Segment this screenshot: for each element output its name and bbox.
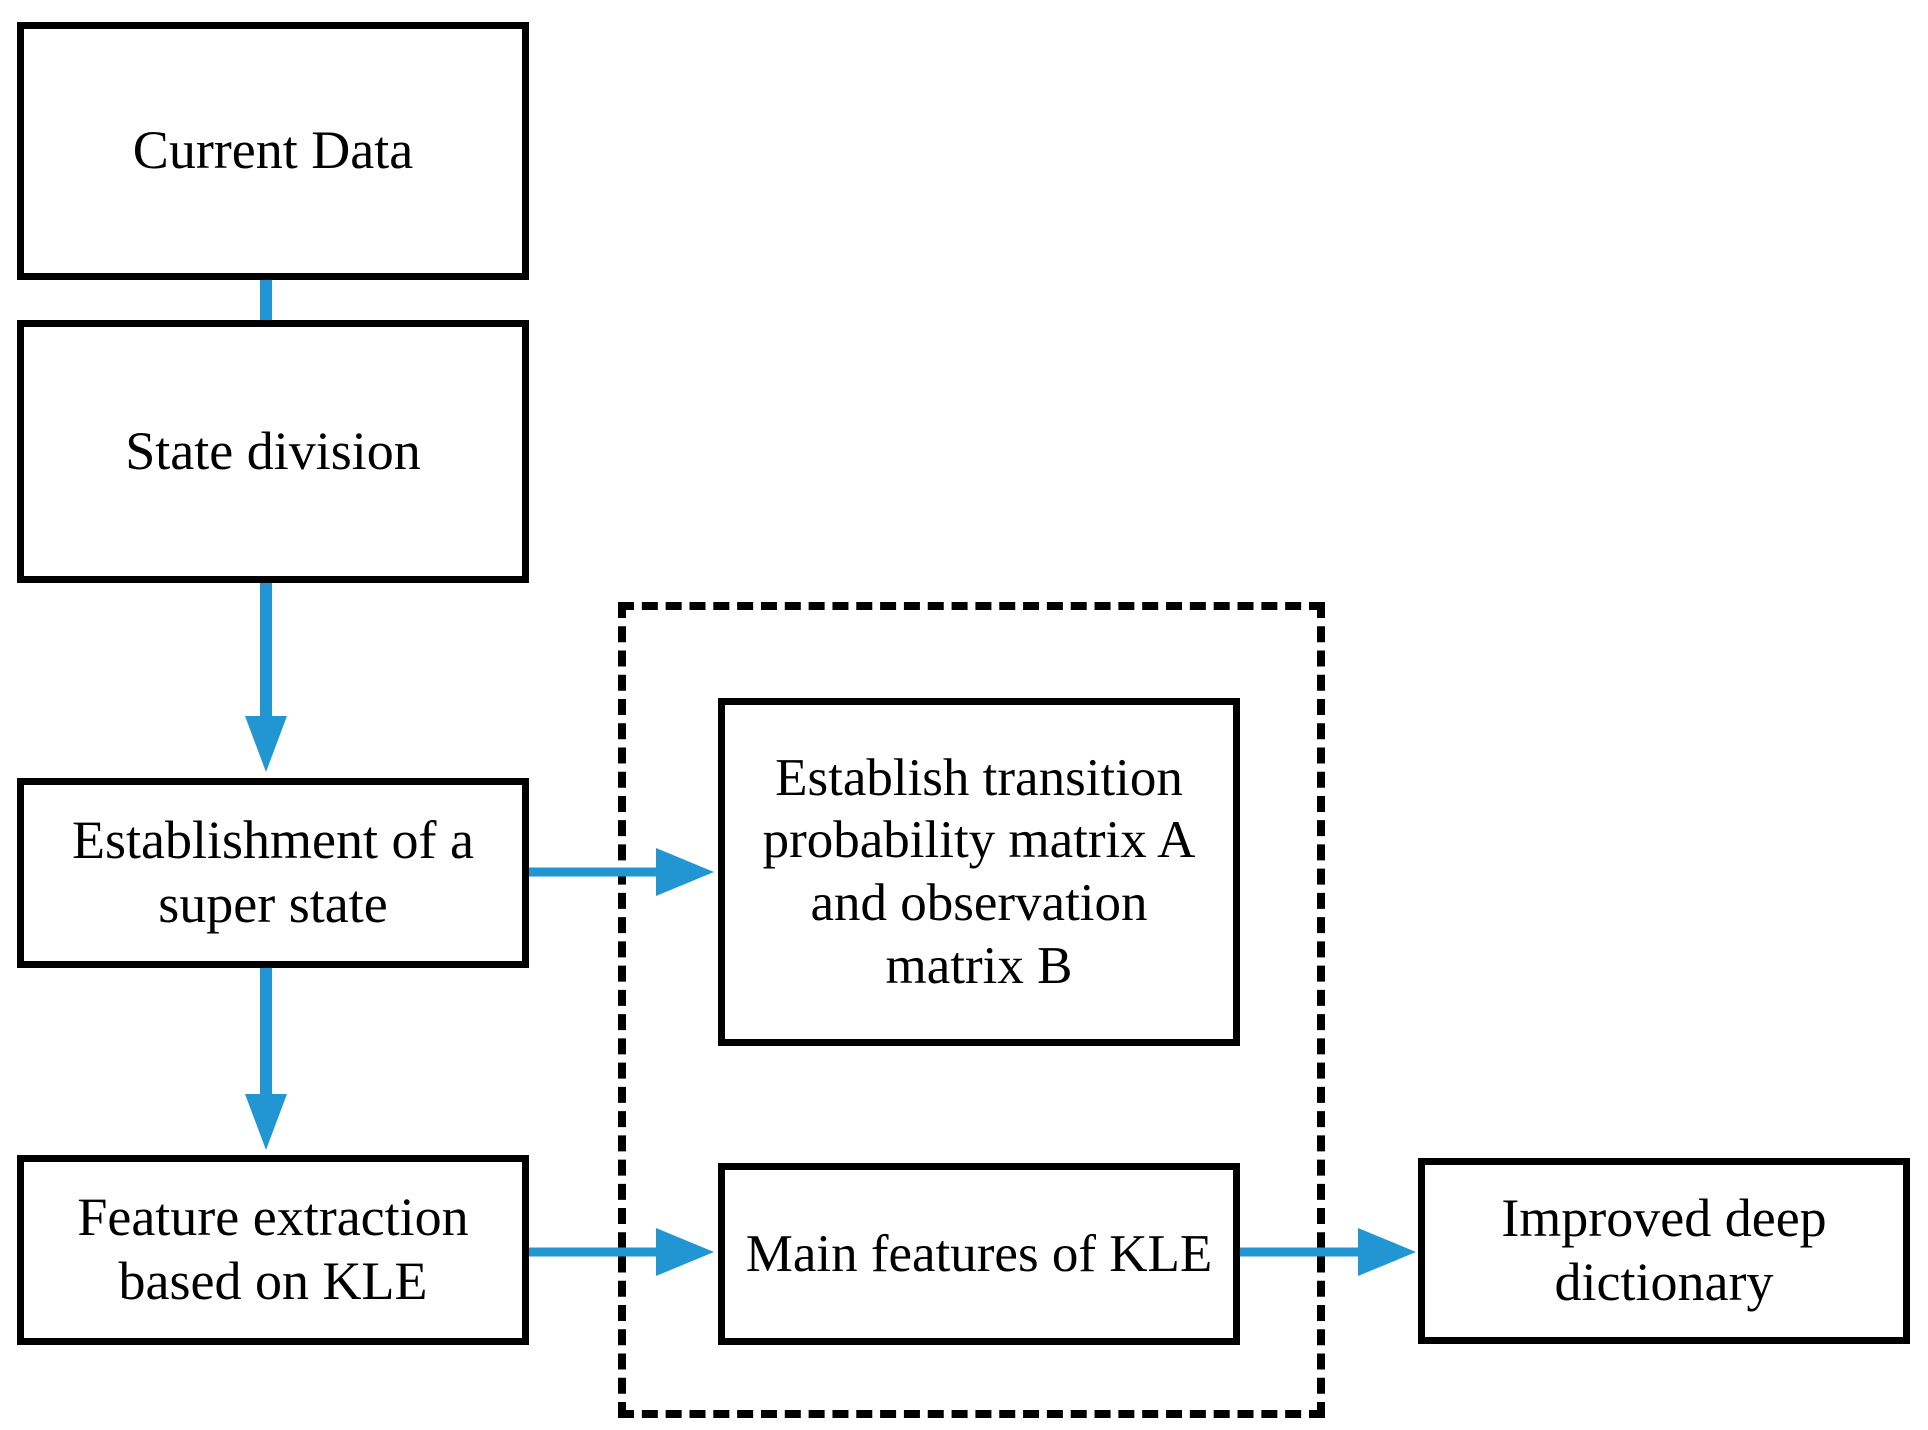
- node-main-features-of-kle[interactable]: Main features of KLE: [718, 1163, 1240, 1345]
- node-state-division[interactable]: State division: [17, 320, 529, 583]
- node-improved-deep-dictionary[interactable]: Improved deep dictionary: [1418, 1158, 1910, 1344]
- node-main-features-of-kle-label: Main features of KLE: [745, 1224, 1213, 1283]
- node-current-data[interactable]: Current Data: [17, 22, 529, 280]
- node-improved-deep-dictionary-label: Improved deep dictionary: [1501, 1188, 1827, 1312]
- node-feature-extraction-based-on-kle[interactable]: Feature extraction based on KLE: [17, 1155, 529, 1345]
- node-current-data-label: Current Data: [132, 120, 414, 181]
- node-feature-extraction-based-on-kle-label: Feature extraction based on KLE: [77, 1187, 469, 1311]
- node-state-division-label: State division: [125, 420, 421, 481]
- node-establishment-of-a-super-state-label: Establishment of a super state: [72, 810, 474, 934]
- node-establishment-of-a-super-state[interactable]: Establishment of a super state: [17, 778, 529, 968]
- node-establish-transition-probability-matrix-label: Establish transition probability matrix …: [762, 748, 1196, 995]
- node-establish-transition-probability-matrix[interactable]: Establish transition probability matrix …: [718, 698, 1240, 1046]
- dashed-group-container: [618, 602, 1325, 1418]
